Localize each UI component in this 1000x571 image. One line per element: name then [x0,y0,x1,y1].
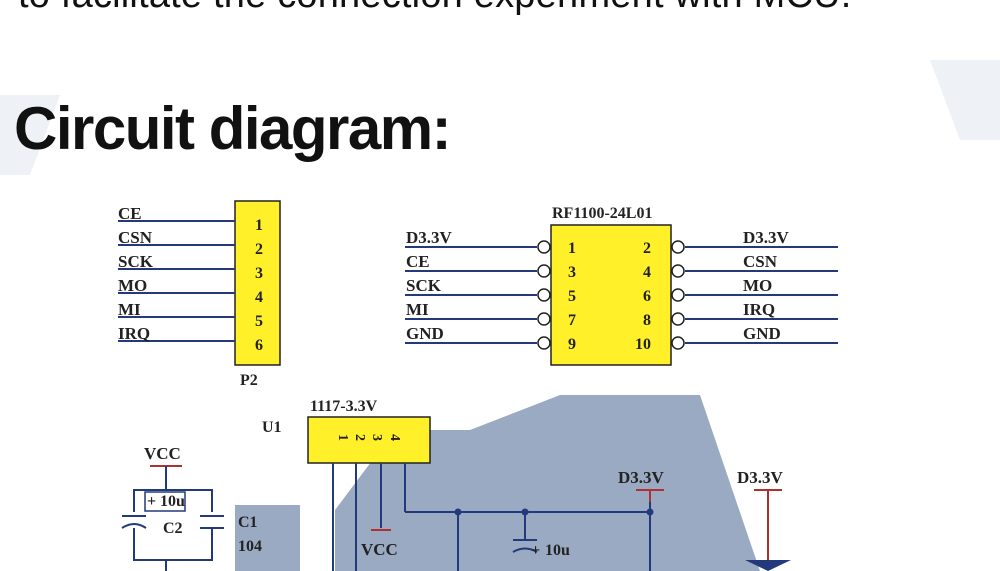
module-pin-2: 2 [643,240,651,257]
module-pin-9: 9 [568,336,576,353]
p2-signal-irq: IRQ [118,324,150,343]
p2-signal-mi: MI [118,300,141,319]
module-right-signal-csn: CSN [743,252,778,271]
p2-pin-4: 4 [255,289,263,306]
rf-module: RF1100-24L01 D3.3V CE SCK MI GND D3. [405,205,838,366]
c2-plus-sign: + [147,493,156,510]
module-pin-8: 8 [643,312,651,329]
regulator-ref-label: U1 [262,419,282,436]
p2-signal-csn: CSN [118,228,153,247]
module-left-signal-mi: MI [406,300,429,319]
p2-signal-mo: MO [118,276,147,295]
vcc-label-middle: VCC [361,540,398,559]
module-right-signal-irq: IRQ [743,300,775,319]
p2-ref-label: P2 [240,372,258,389]
regulator-pin-4: 4 [387,434,402,441]
vcc-label-left: VCC [144,444,181,463]
regulator-pin-1: 1 [335,434,350,441]
module-right-signal-d33v: D3.3V [743,228,790,247]
module-pin-7: 7 [568,312,576,329]
page-title: Circuit diagram: [14,95,452,162]
regulator-pin-3: 3 [369,434,384,441]
module-left-signal-sck: SCK [406,276,442,295]
p2-pin-2: 2 [255,241,263,258]
p2-pin-1: 1 [255,217,263,234]
module-pin-3: 3 [568,264,576,281]
c2-value: 10u [160,493,185,510]
c1-ref: C1 [238,514,258,531]
module-left-signal-gnd: GND [406,324,444,343]
p2-signal-sck: SCK [118,252,154,271]
connector-p2: CE CSN SCK MO MI IRQ 1 2 3 4 5 6 P2 [118,200,281,389]
p2-pin-3: 3 [255,265,263,282]
c2-ref: C2 [163,520,183,537]
p2-signal-ce: CE [118,204,142,223]
c1-value: 104 [238,538,262,555]
regulator-u1: 1117-3.3V U1 1 2 3 4 [262,398,654,571]
capacitors: + 10u C2 C1 104 + 10u [121,489,570,571]
p2-pin-5: 5 [255,313,263,330]
c3-plus-sign: + [531,542,540,559]
module-pin-4: 4 [643,264,651,281]
regulator-pin-2: 2 [352,434,367,441]
module-pin-5: 5 [568,288,576,305]
regulator-part-label: 1117-3.3V [310,398,378,415]
module-right-signal-mo: MO [743,276,772,295]
rail-label-2: D3.3V [737,468,784,487]
module-pin-6: 6 [643,288,651,305]
power-symbols: VCC VCC D3.3V D3.3V [144,444,791,571]
module-left-signal-d33v: D3.3V [406,228,453,247]
intro-text: to facilitate the connection experiment … [18,0,852,17]
module-pin-1: 1 [568,240,576,257]
module-part-label: RF1100-24L01 [552,205,652,222]
p2-pin-6: 6 [255,337,263,354]
module-right-signal-gnd: GND [743,324,781,343]
module-left-signal-ce: CE [406,252,430,271]
rail-label-1: D3.3V [618,468,665,487]
c3-value: 10u [545,542,570,559]
module-pin-10: 10 [635,336,651,353]
